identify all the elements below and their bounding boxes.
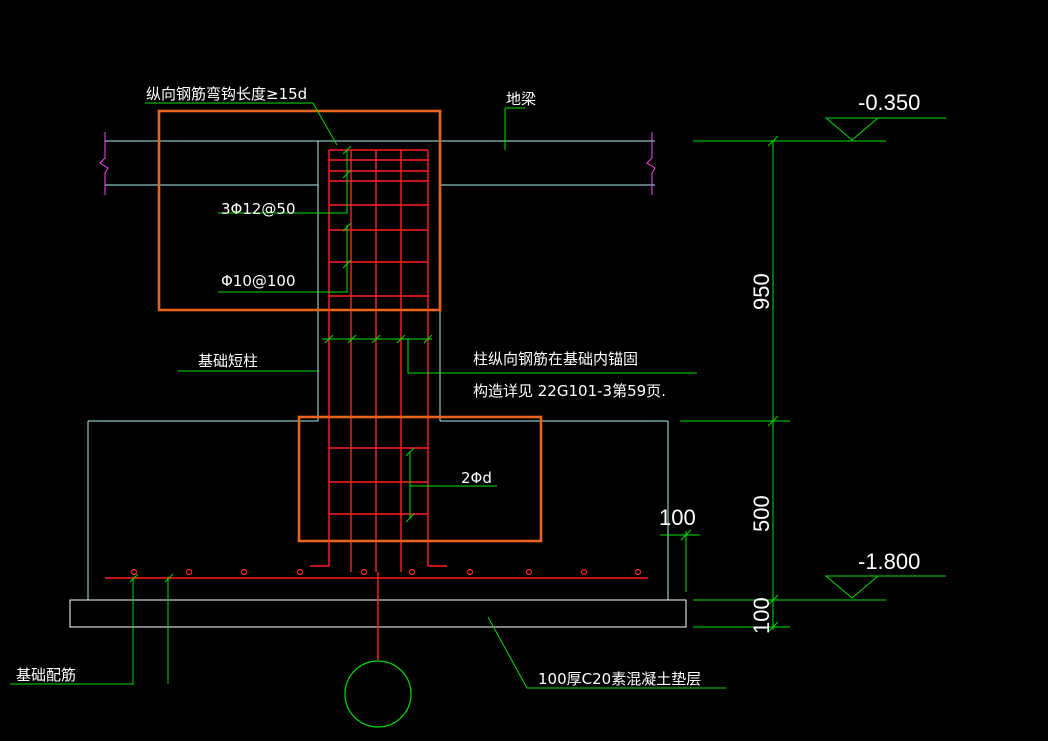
stirrup-top-label: 3Φ12@50 (221, 200, 296, 218)
elevation-marker-bottom (824, 575, 946, 599)
bottom-rebar-label: 基础配筋 (16, 666, 76, 684)
dimension-lines (660, 117, 946, 633)
anchor-length-label: 纵向钢筋弯钩长度≥15d (146, 85, 307, 103)
ground-beam-label: 地梁 (506, 90, 536, 108)
bar-2d-label: 2Φd (461, 469, 492, 487)
highlight-box-top (157, 109, 442, 312)
ground-beam (99, 132, 656, 195)
short-column-outline (317, 141, 441, 421)
highlight-box-bottom (297, 415, 543, 543)
anchor-note-line-1: 柱纵向钢筋在基础内锚固 (473, 350, 638, 368)
dimension-100-side: 100 (659, 505, 696, 530)
elevation-marker-top (824, 117, 946, 141)
bottom-rebar-dots (130, 568, 642, 576)
rebar-cage (105, 149, 648, 660)
anchor-note-line-2: 构造详见 22G101-3第59页. (473, 382, 666, 400)
dimension-950: 950 (749, 273, 774, 310)
dimension-500: 500 (749, 495, 774, 532)
bedding-label: 100厚C20素混凝土垫层 (538, 670, 701, 688)
dimension-100-bottom: 100 (749, 597, 774, 634)
stirrup-main-label: Φ10@100 (221, 272, 296, 290)
pile-circle (344, 660, 412, 728)
elevation-top-text: -0.350 (858, 90, 920, 115)
leader-lines (10, 102, 726, 689)
short-column-label: 基础短柱 (198, 352, 258, 370)
elevation-bottom-text: -1.800 (858, 549, 920, 574)
